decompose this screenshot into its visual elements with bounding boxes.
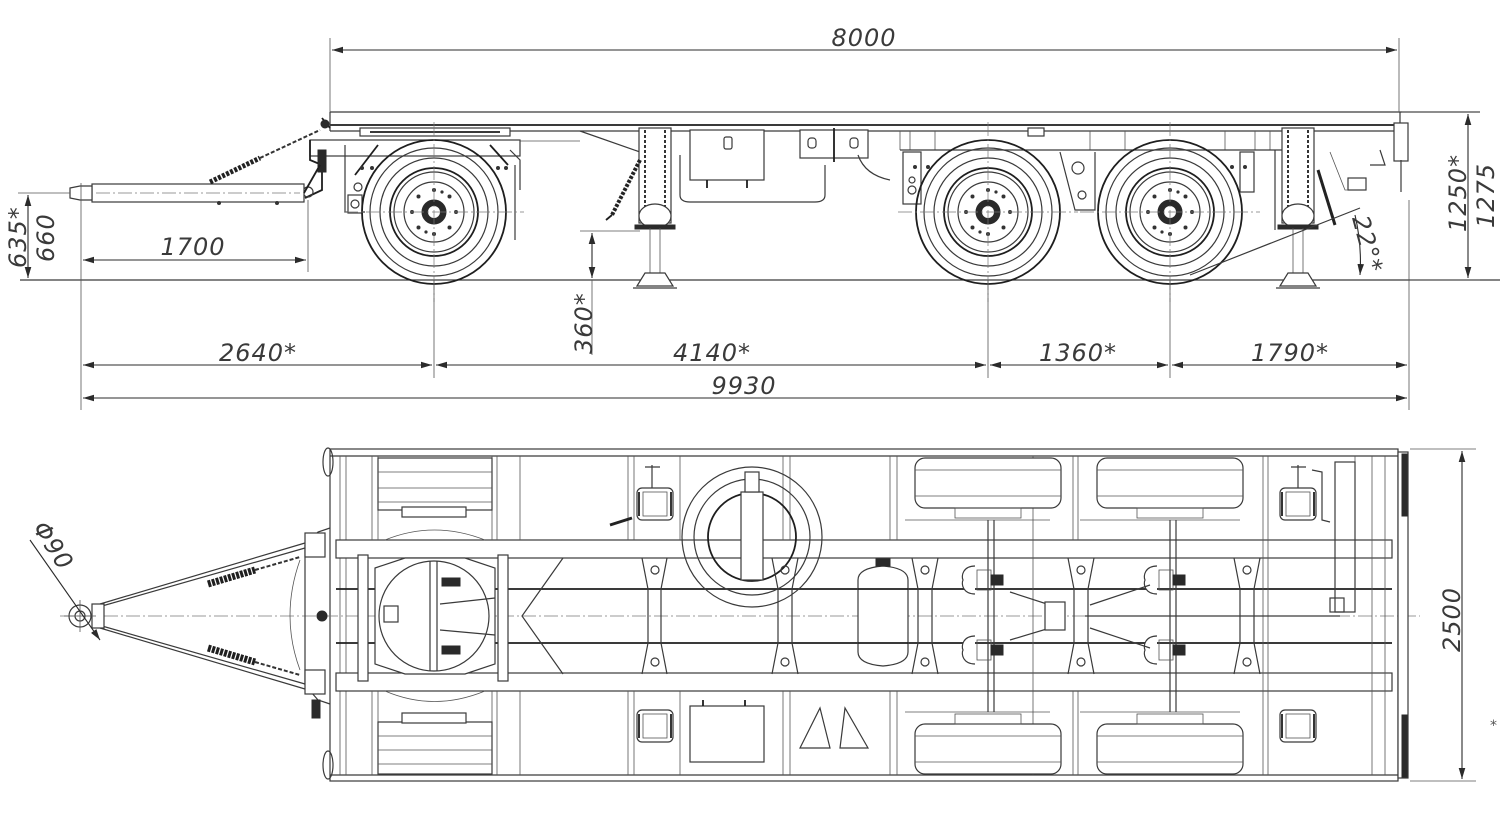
dim-drawbar-length: 1700 <box>80 183 309 410</box>
svg-text:4140*: 4140* <box>673 339 751 367</box>
rear-wheel-2 <box>1079 121 1261 303</box>
rear-wheel-top-2-left <box>1096 457 1244 509</box>
front-leg-top-left <box>636 487 674 521</box>
dim-platform-length: 8000 <box>329 24 1400 112</box>
svg-text:1360*: 1360* <box>1039 339 1117 367</box>
dim-leg-clearance: 360* <box>570 230 640 355</box>
svg-text:1790*: 1790* <box>1251 339 1329 367</box>
turntable <box>357 554 509 682</box>
rear-equipment <box>1329 122 1409 192</box>
rear-bumper <box>1397 451 1409 779</box>
footnote-mark: * <box>1490 718 1497 734</box>
rear-wheel-top-1-left <box>914 457 1062 509</box>
svg-text:635*: 635* <box>4 206 32 268</box>
departure-angle-label: 22°* <box>1346 212 1388 276</box>
rear-bogie <box>902 151 1255 211</box>
top-view: Φ90 2500 * <box>27 447 1497 782</box>
side-view: 22°* 8000 635* 660 1700 360* <box>4 24 1500 410</box>
cross-member-brackets <box>641 557 1261 675</box>
air-valve-box <box>799 128 869 162</box>
spare-wheel <box>681 466 823 608</box>
svg-text:2640*: 2640* <box>219 339 297 367</box>
towing-eye-diameter-label: Φ90 <box>27 516 79 575</box>
chevron-frame <box>521 557 564 675</box>
svg-text:9930: 9930 <box>711 372 776 400</box>
rear-support-leg <box>1275 127 1321 289</box>
svg-text:2500: 2500 <box>1438 587 1466 652</box>
front-coupling-brackets <box>289 447 334 780</box>
air-tank <box>857 558 909 667</box>
dim-platform-height: 1250* 1275 <box>1402 111 1500 281</box>
svg-text:1275: 1275 <box>1472 163 1500 228</box>
front-bogie <box>302 117 521 240</box>
svg-text:1250*: 1250* <box>1444 154 1472 232</box>
front-support-leg <box>632 127 678 289</box>
dim-overall-length: 9930 <box>83 372 1407 402</box>
wheel-chocks <box>799 706 870 749</box>
rear-wheel-1 <box>897 121 1079 303</box>
rear-leg-top-right <box>1279 709 1317 743</box>
svg-text:660: 660 <box>32 213 60 262</box>
towing-eye <box>29 539 101 641</box>
rear-wheel-top-2-right <box>1096 723 1244 775</box>
fuel-tank <box>679 155 826 203</box>
front-wheel-covers <box>377 457 493 775</box>
rear-leg-top-left <box>1279 487 1317 521</box>
a-frame-drawbar <box>91 542 306 690</box>
main-longitudinal-beams <box>60 539 1420 692</box>
svg-text:360*: 360* <box>570 292 598 354</box>
tool-box <box>689 129 765 188</box>
drawbar <box>69 129 321 205</box>
rear-axles <box>961 520 1340 712</box>
tool-box-top <box>689 700 765 763</box>
front-leg-top-right <box>636 709 674 743</box>
svg-text:8000: 8000 <box>831 24 896 52</box>
dim-overall-width: 2500 <box>1410 448 1476 782</box>
svg-text:1700: 1700 <box>160 233 225 261</box>
dim-axle-spacing: 2640* 4140* 1360* 1790* <box>83 200 1410 410</box>
rear-wheel-top-1-right <box>914 723 1062 775</box>
dim-drawbar-height: 635* 660 <box>4 192 70 278</box>
